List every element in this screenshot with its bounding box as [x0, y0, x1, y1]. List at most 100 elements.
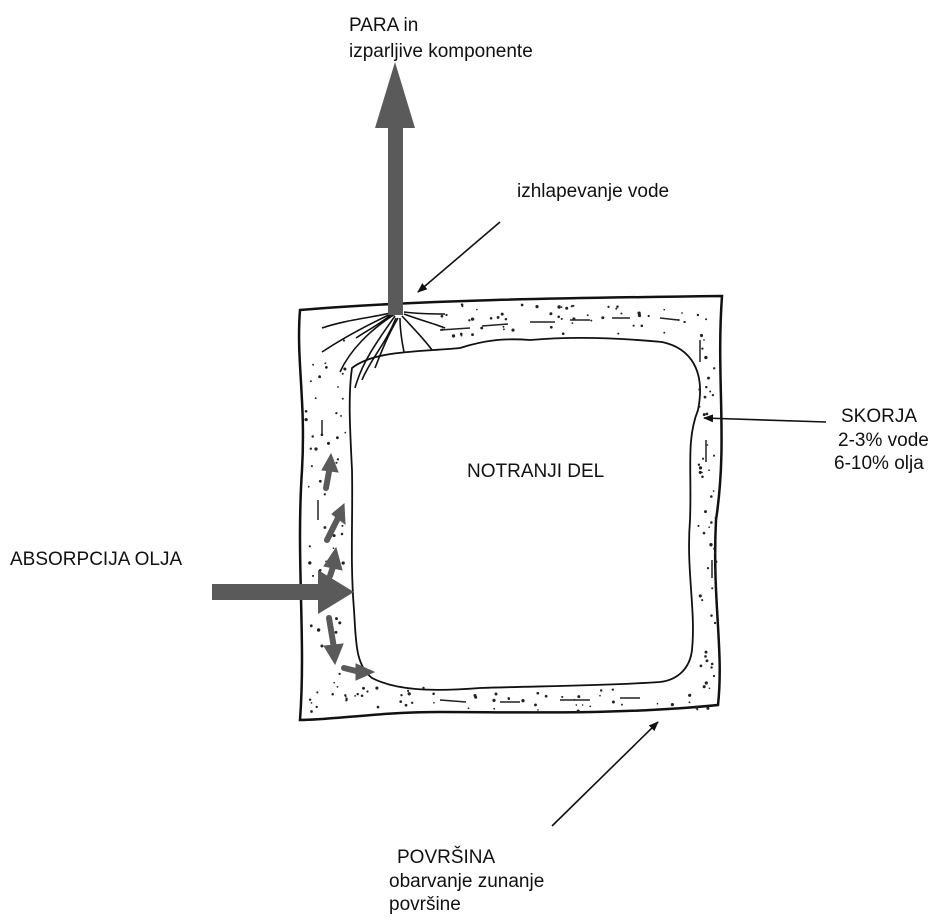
crust-speck — [327, 442, 330, 445]
crust-speck — [335, 617, 338, 620]
crust-speck — [697, 525, 699, 527]
crust-speck — [535, 305, 538, 308]
crust-speck — [577, 710, 580, 713]
pointer-izhlapevanje — [418, 222, 500, 292]
crust-speck — [582, 704, 584, 706]
crust-speck — [621, 704, 623, 706]
crust-speck — [411, 702, 413, 704]
crust-speck — [471, 317, 474, 320]
crust-speck — [589, 706, 591, 708]
crust-speck — [617, 333, 619, 335]
crust-speck — [704, 396, 707, 399]
label-para-line1: PARA in — [349, 14, 418, 37]
crust-speck — [362, 687, 365, 690]
crust-speck — [400, 694, 402, 696]
crust-speck — [338, 673, 340, 675]
crust-speck — [534, 703, 537, 706]
crust-speck — [343, 367, 346, 370]
crust-speck — [704, 655, 707, 658]
crust-speck — [317, 628, 320, 631]
crust-speck — [452, 334, 455, 337]
crust-speck — [468, 707, 470, 709]
crust-speck — [366, 690, 368, 692]
crust-speck — [707, 377, 710, 380]
inner-core-outline — [350, 338, 700, 690]
crust-speck — [714, 560, 717, 563]
crust-speck — [335, 412, 337, 414]
crust-speck — [310, 624, 313, 627]
crust-speck — [474, 696, 477, 699]
crust-speck — [343, 340, 345, 342]
crust-speck — [709, 543, 712, 546]
crust-speck — [638, 314, 641, 317]
crust-speck — [545, 695, 548, 698]
crust-speck — [480, 327, 483, 330]
crust-speck — [445, 314, 447, 316]
label-povrsina-title: POVRŠINA — [397, 846, 495, 869]
crust-speck — [701, 599, 703, 601]
crust-speck — [308, 561, 311, 564]
crust-speck — [315, 397, 317, 399]
crust-speck — [338, 621, 341, 624]
crust-speck — [620, 313, 622, 315]
crust-speck — [561, 318, 563, 320]
crust-speck — [714, 517, 716, 519]
crust-speck — [688, 694, 691, 697]
pointer-lines — [418, 222, 826, 826]
crust-speck — [663, 309, 665, 311]
crust-speck — [318, 375, 321, 378]
crust-speck — [320, 645, 323, 648]
crust-speck — [701, 347, 703, 349]
crust-speck — [561, 306, 563, 308]
crust-speck — [323, 526, 326, 529]
crust-speck — [354, 695, 356, 697]
crust-speck — [432, 693, 435, 696]
crust-speck — [340, 415, 342, 417]
crust-speck — [557, 305, 560, 308]
crust-speck — [471, 333, 474, 336]
crust-speck — [476, 309, 478, 311]
crust-speck — [346, 699, 348, 701]
crust-speck — [671, 703, 674, 706]
vapor-arrow — [375, 62, 415, 315]
crust-speck — [336, 436, 339, 439]
crust-speck — [711, 663, 714, 666]
crust-speck — [708, 469, 710, 471]
crust-speck — [689, 701, 691, 703]
crust-speck — [707, 567, 709, 569]
crust-speck — [710, 614, 713, 617]
crust-speck — [337, 686, 339, 688]
crust-speck — [703, 339, 705, 341]
crust-speck — [562, 332, 565, 335]
crust-speck — [641, 325, 644, 328]
crust-speck — [705, 386, 707, 388]
label-skorja-title: SKORJA — [841, 405, 917, 428]
crust-speck — [648, 315, 650, 317]
crust-speck — [575, 704, 577, 706]
crust-speck — [709, 687, 711, 689]
label-povrsina-line2: obarvanje zunanje — [389, 870, 544, 893]
crust-speck — [495, 693, 498, 696]
crust-speck — [305, 410, 308, 413]
crust-speck — [309, 545, 311, 547]
crust-speck — [709, 391, 711, 393]
oil-migration-arrows — [322, 454, 374, 680]
crust-speck — [590, 320, 592, 322]
crust-speck — [561, 696, 563, 698]
crust-speck — [699, 471, 702, 474]
crust-speck — [714, 551, 716, 553]
crust-speck — [508, 697, 511, 700]
crust-speck — [703, 685, 706, 688]
crust-speck — [615, 308, 617, 310]
crust-speck — [708, 526, 710, 528]
crust-speck — [699, 406, 701, 408]
crust-speck — [703, 413, 706, 416]
crust-speck — [698, 388, 700, 390]
crust-speck — [309, 698, 311, 700]
crust-speck — [683, 321, 685, 323]
crust-speck — [333, 547, 335, 549]
outer-crust-outline — [299, 296, 722, 720]
crust-speck — [601, 316, 604, 319]
crust-speck — [681, 312, 683, 314]
